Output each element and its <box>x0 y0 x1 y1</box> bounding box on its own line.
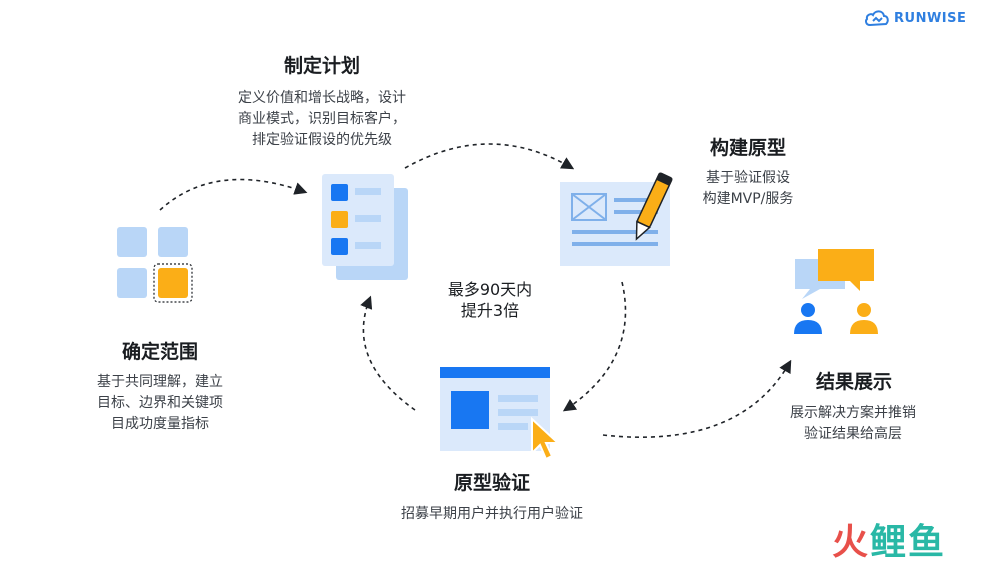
brand-logo: RUNWISE <box>864 9 966 27</box>
step-result-desc: 展示解决方案并推销 验证结果给高层 <box>790 405 916 442</box>
step-scope-desc: 基于共同理解，建立 目标、边界和关键项 目成功度量指标 <box>97 374 223 432</box>
center-note: 最多90天内 提升3倍 <box>447 280 533 320</box>
watermark-char-2: 鲤 <box>870 522 909 563</box>
step-scope-title: 确定范围 <box>121 341 198 363</box>
cloud-logo-icon <box>865 10 889 27</box>
checklist-document-icon <box>322 174 408 280</box>
arrow-plan-to-build <box>404 143 575 170</box>
watermark-char-3: 鱼 <box>908 522 947 563</box>
arrow-validate-to-result <box>602 359 792 438</box>
step-plan-title: 制定计划 <box>283 55 360 77</box>
browser-cursor-icon <box>440 367 561 461</box>
step-validate-desc: 招募早期用户并执行用户验证 <box>401 506 583 522</box>
wireframe-pen-icon <box>560 172 673 266</box>
step-validate-title: 原型验证 <box>453 472 530 494</box>
arrow-build-to-validate <box>562 281 627 412</box>
watermark-char-1: 火 <box>832 522 871 563</box>
grid-squares-icon <box>117 227 193 303</box>
step-build-desc: 基于验证假设 构建MVP/服务 <box>702 170 794 207</box>
brand-name: RUNWISE <box>894 10 967 26</box>
step-build-title: 构建原型 <box>709 137 786 159</box>
step-plan-desc: 定义价值和增长战略，设计 商业模式，识别目标客户， 排定验证假设的优先级 <box>238 90 406 148</box>
arrow-validate-to-plan <box>360 295 416 411</box>
step-result-title: 结果展示 <box>815 371 892 393</box>
arrow-scope-to-plan <box>159 178 308 211</box>
people-chat-icon <box>794 249 878 334</box>
watermark: 火鲤鱼 <box>832 513 946 565</box>
